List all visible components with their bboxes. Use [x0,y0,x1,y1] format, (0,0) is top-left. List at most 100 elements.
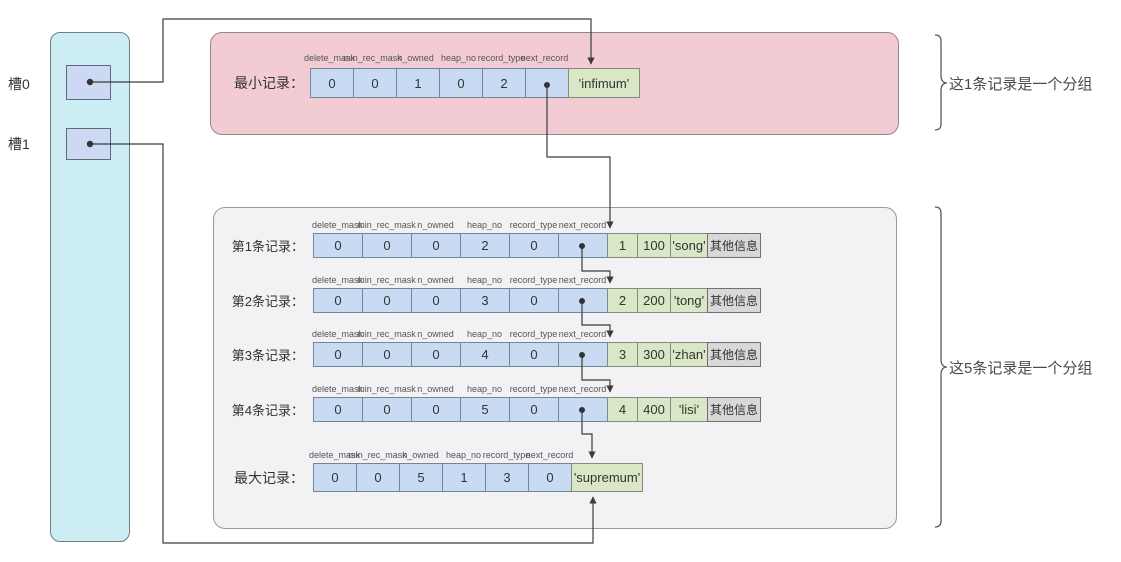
field-header-heap-no: heap_no [466,275,503,285]
field-cell: 3 [460,288,510,313]
slot-directory-box [50,32,130,542]
field-cell: 0 [310,68,354,98]
record-2-field-headers: delete_mask min_rec_mask n_owned heap_no… [311,275,607,286]
brace-group-of-5 [934,206,948,528]
data-cell: 1 [607,233,638,258]
data-cell: 200 [637,288,671,313]
next-record-pointer-cell [558,233,608,258]
field-header-min-rec-mask: min_rec_mask [348,450,407,460]
field-cell: 0 [353,68,397,98]
field-header-min-rec-mask: min_rec_mask [357,220,416,230]
field-header-record-type: record_type [509,220,558,230]
other-info-cell: 其他信息 [707,288,761,313]
supremum-record-row: 0 0 5 1 3 0 'supremum' [313,463,643,492]
record-1-field-headers: delete_mask min_rec_mask n_owned heap_no… [311,220,607,231]
field-header-n-owned: n_owned [402,450,439,460]
field-header-delete-mask: delete_mask [311,384,364,394]
record-3-field-headers: delete_mask min_rec_mask n_owned heap_no… [311,329,607,340]
field-header-n-owned: n_owned [397,53,434,63]
field-cell: 2 [482,68,526,98]
field-header-n-owned: n_owned [417,384,454,394]
record-3-label: 第3条记录： [231,348,304,363]
field-header-n-owned: n_owned [417,275,454,285]
next-record-pointer-cell [525,68,569,98]
data-cell: 100 [637,233,671,258]
field-header-record-type: record_type [509,275,558,285]
field-header-heap-no: heap_no [466,384,503,394]
field-header-delete-mask: delete_mask [311,329,364,339]
data-cell: 2 [607,288,638,313]
next-record-pointer-cell [558,397,608,422]
field-header-n-owned: n_owned [417,220,454,230]
field-cell: 2 [460,233,510,258]
slot-1-label: 槽1 [8,136,30,152]
next-record-cell: 0 [528,463,572,492]
field-header-next-record: next_record [525,450,574,460]
field-cell: 0 [313,233,363,258]
field-cell: 0 [411,288,461,313]
field-header-min-rec-mask: min_rec_mask [357,275,416,285]
field-cell: 4 [460,342,510,367]
field-header-delete-mask: delete_mask [311,275,364,285]
record-4-label: 第4条记录： [231,403,304,418]
data-cell: 'song' [670,233,708,258]
field-header-heap-no: heap_no [466,220,503,230]
field-cell: 0 [439,68,483,98]
data-cell: 400 [637,397,671,422]
field-cell: 0 [313,342,363,367]
field-cell: 0 [313,288,363,313]
field-cell: 0 [362,288,412,313]
record-2-label: 第2条记录： [231,294,304,309]
field-cell: 0 [313,397,363,422]
field-header-min-rec-mask: min_rec_mask [343,53,402,63]
data-cell: 'supremum' [571,463,643,492]
data-cell: 'zhan' [670,342,708,367]
field-header-record-type: record_type [477,53,526,63]
data-cell: 3 [607,342,638,367]
slot-0-label: 槽0 [8,76,30,92]
next-record-pointer-cell [558,342,608,367]
data-cell: 'tong' [670,288,708,313]
field-header-n-owned: n_owned [417,329,454,339]
field-cell: 0 [362,342,412,367]
next-record-pointer-cell [558,288,608,313]
record-row-2: 0 0 0 3 0 2 200 'tong' 其他信息 [313,288,761,313]
field-cell: 0 [509,288,559,313]
field-header-min-rec-mask: min_rec_mask [357,329,416,339]
field-cell: 0 [509,233,559,258]
infimum-record-row: 0 0 1 0 2 'infimum' [310,68,640,98]
other-info-cell: 其他信息 [707,342,761,367]
field-header-next-record: next_record [558,275,607,285]
data-cell: 'infimum' [568,68,640,98]
field-cell: 0 [411,342,461,367]
field-header-heap-no: heap_no [466,329,503,339]
record-row-4: 0 0 0 5 0 4 400 'lisi' 其他信息 [313,397,761,422]
field-cell: 0 [313,463,357,492]
data-cell: 300 [637,342,671,367]
record-4-field-headers: delete_mask min_rec_mask n_owned heap_no… [311,384,607,395]
field-cell: 0 [509,397,559,422]
field-cell: 0 [362,397,412,422]
field-header-next-record: next_record [558,220,607,230]
field-header-record-type: record_type [482,450,531,460]
field-cell: 0 [356,463,400,492]
field-cell: 0 [411,397,461,422]
field-cell: 1 [442,463,486,492]
field-header-heap-no: heap_no [440,53,477,63]
field-header-min-rec-mask: min_rec_mask [357,384,416,394]
other-info-cell: 其他信息 [707,397,761,422]
supremum-row-label: 最大记录： [234,469,304,486]
field-cell: 1 [396,68,440,98]
record-row-3: 0 0 0 4 0 3 300 'zhan' 其他信息 [313,342,761,367]
field-header-next-record: next_record [558,329,607,339]
supremum-field-headers: delete_mask min_rec_mask n_owned heap_no… [309,450,574,461]
group-of-5-annotation: 这5条记录是一个分组 [949,359,1093,377]
slot-1-box [66,128,111,160]
data-cell: 'lisi' [670,397,708,422]
group-of-1-annotation: 这1条记录是一个分组 [949,75,1093,93]
other-info-cell: 其他信息 [707,233,761,258]
field-cell: 5 [399,463,443,492]
field-header-delete-mask: delete_mask [311,220,364,230]
field-cell: 0 [362,233,412,258]
